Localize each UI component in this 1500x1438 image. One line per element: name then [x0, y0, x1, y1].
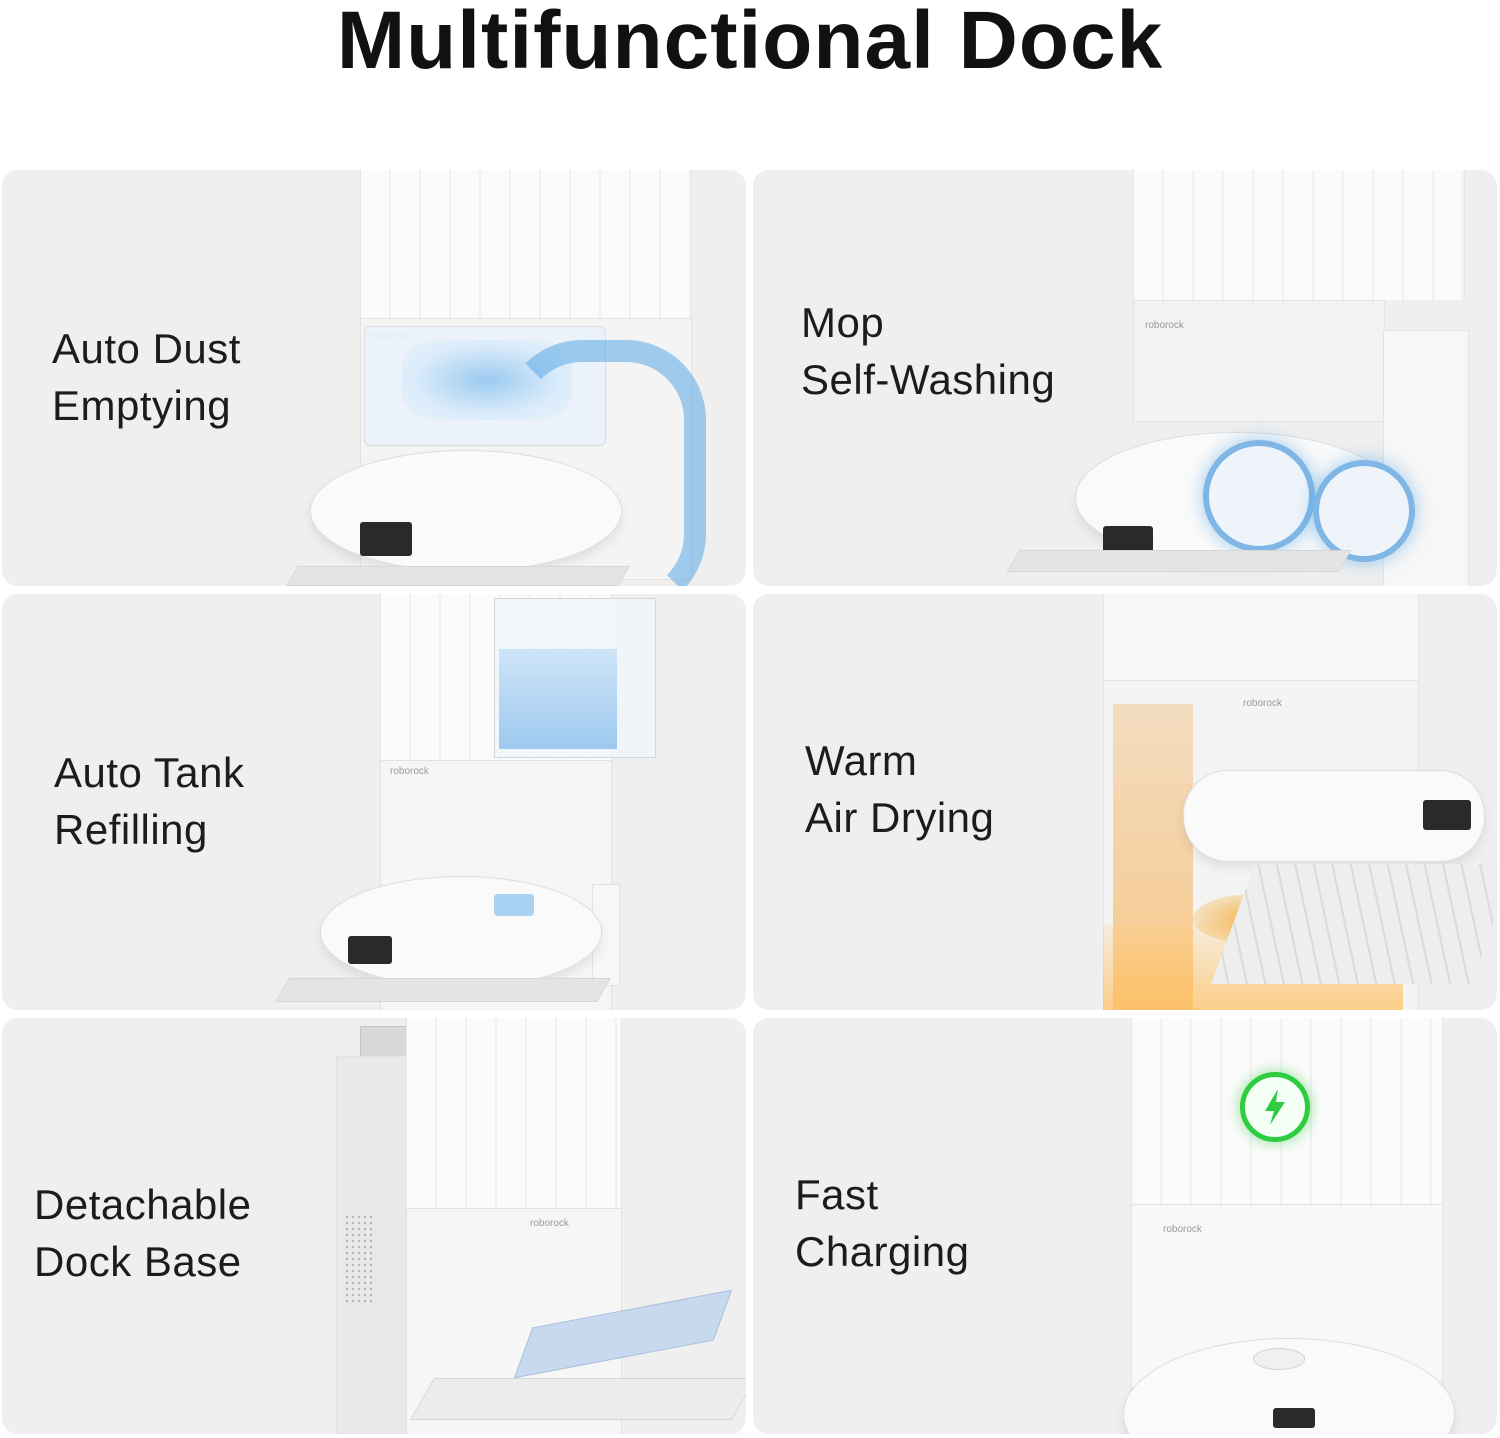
feature-label: Fast Charging: [795, 1171, 970, 1275]
dock-illustration: roborock: [1083, 594, 1497, 1010]
feature-label: Warm Air Drying: [805, 737, 995, 841]
brand-logo: roborock: [1145, 320, 1184, 331]
dock-illustration: roborock: [1083, 1018, 1497, 1434]
feature-label: Mop Self-Washing: [801, 299, 1056, 403]
dock-illustration: roborock: [262, 594, 746, 1010]
airflow-swirl: [502, 340, 706, 586]
feature-panel-detachable-dock-base: Detachable Dock Base roborock: [2, 1018, 746, 1434]
brand-logo: roborock: [530, 1218, 569, 1229]
dock-illustration: roborock: [302, 1018, 746, 1434]
feature-panel-mop-self-washing: Mop Self-Washing roborock: [753, 170, 1497, 586]
feature-label: Auto Dust Emptying: [52, 325, 241, 429]
feature-label: Detachable Dock Base: [34, 1181, 252, 1285]
water-tank: [494, 598, 656, 758]
brand-logo: roborock: [390, 766, 429, 777]
dock-illustration: roborock: [1006, 170, 1497, 586]
feature-panel-auto-dust-emptying: Auto Dust Emptying roborock: [2, 170, 746, 586]
vent-grille: [344, 1214, 372, 1304]
drying-tray: [1211, 864, 1497, 984]
feature-panel-auto-tank-refilling: Auto Tank Refilling roborock: [2, 594, 746, 1010]
brand-logo: roborock: [1163, 1224, 1202, 1235]
lightning-charge-icon: [1240, 1072, 1310, 1142]
feature-panel-fast-charging: Fast Charging roborock: [753, 1018, 1497, 1434]
mop-pad-icon: [1203, 440, 1315, 552]
brand-logo: roborock: [1243, 698, 1282, 709]
dock-illustration: roborock: [252, 170, 746, 586]
feature-panel-warm-air-drying: Warm Air Drying roborock: [753, 594, 1497, 1010]
feature-label: Auto Tank Refilling: [54, 749, 245, 853]
page-title: Multifunctional Dock: [336, 0, 1164, 86]
mop-pad-icon: [1313, 460, 1415, 562]
